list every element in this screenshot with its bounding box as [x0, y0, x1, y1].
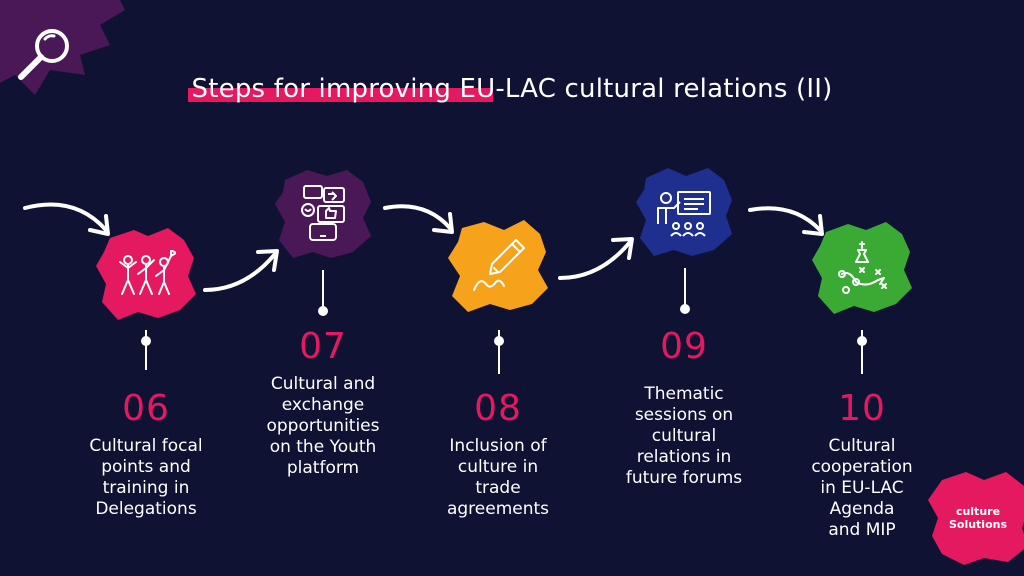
social-media-phone-icon — [301, 185, 345, 241]
flow-arrow-4 — [558, 237, 634, 280]
title-highlight — [187, 88, 493, 102]
step-10-blob — [812, 222, 912, 314]
people-celebrating-icon — [119, 250, 176, 295]
step-10-dot — [857, 336, 867, 346]
step-06-number: 06 — [122, 388, 170, 429]
step-07-dot — [318, 306, 328, 316]
step-08-number: 08 — [474, 388, 522, 429]
flow-arrow-1 — [23, 202, 110, 236]
step-06-description: Cultural focal points and training in De… — [89, 436, 203, 519]
page-title: Steps for improving EU-LAC cultural rela… — [187, 74, 833, 104]
flow-arrow-3 — [383, 204, 454, 234]
step-09-dot — [680, 304, 690, 314]
step-09-number: 09 — [660, 326, 708, 367]
step-08-blob — [448, 220, 548, 312]
step-08-connector — [498, 330, 500, 374]
step-09-blob — [636, 168, 732, 256]
step-10-description: Cultural cooperation in EU-LAC Agenda an… — [811, 436, 913, 540]
title-container: Steps for improving EU-LAC cultural rela… — [0, 74, 1024, 104]
step-07-number: 07 — [299, 326, 347, 367]
step-08-description: Inclusion of culture in trade agreements — [446, 436, 550, 519]
step-10-connector — [861, 330, 863, 374]
culture-solutions-logo-blob — [928, 472, 1024, 565]
presentation-audience-icon — [657, 191, 711, 237]
step-06-connector — [145, 330, 147, 370]
pen-signature-icon — [473, 239, 525, 291]
corner-decoration — [0, 0, 125, 95]
strategy-chess-icon — [838, 241, 887, 294]
step-07-connector — [322, 270, 324, 314]
step-09-description: Thematic sessions on cultural relations … — [625, 384, 743, 488]
flow-arrow-2 — [203, 249, 279, 292]
step-10-number: 10 — [838, 388, 886, 429]
magnifier-icon[interactable] — [14, 22, 76, 84]
step-09-connector — [684, 268, 686, 312]
step-08-dot — [494, 336, 504, 346]
flow-arrow-5 — [748, 206, 824, 236]
step-06-dot — [141, 336, 151, 346]
step-07-description: Cultural and exchange opportunities on t… — [266, 374, 380, 478]
culture-solutions-logo[interactable]: culture Solutions — [948, 505, 1008, 531]
step-07-blob — [275, 170, 371, 258]
